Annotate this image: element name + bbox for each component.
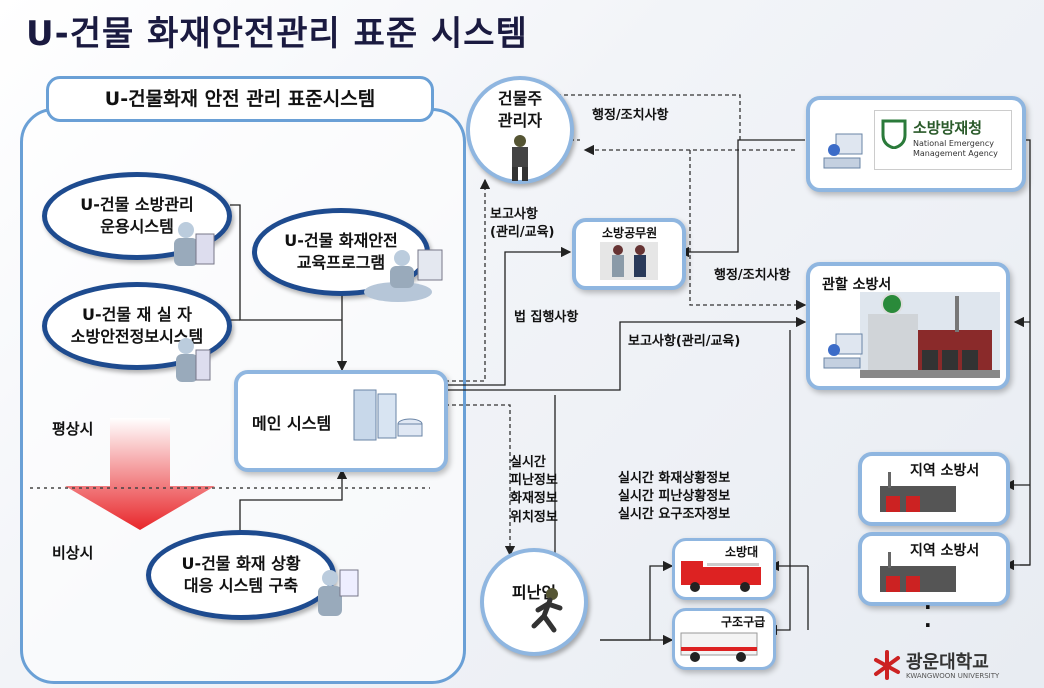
fire-station-building-icon (860, 292, 1000, 378)
response-label: U-건물 화재 상황 대응 시스템 구축 (181, 554, 301, 595)
more-stations-dots: · · (924, 595, 932, 637)
report-label-2: 보고사항(관리/교육) (628, 334, 741, 349)
page-title: U-건물 화재안전관리 표준 시스템 (26, 14, 528, 54)
server-icon (353, 389, 423, 441)
regional-station-1-label: 지역 소방서 (910, 463, 980, 479)
main-system-label: 메인 시스템 (252, 414, 332, 433)
university-emblem-icon (874, 650, 900, 680)
ambulance-icon (680, 632, 758, 662)
running-person-icon (531, 588, 563, 633)
transition-arrow (65, 418, 215, 530)
realtime-status-label: 실시간 화재상황정보 실시간 피난상황정보 실시간 요구조자정보 (618, 471, 731, 523)
operator-icon (174, 222, 215, 266)
standard-system-label: U-건물화재 안전 관리 표준시스템 (46, 76, 434, 122)
manager-person-icon (512, 135, 528, 181)
ambulance-label: 구조구급 (721, 615, 766, 629)
fire-truck-icon (681, 561, 761, 592)
nema-en: National Emergency Management Agency (913, 139, 998, 158)
education-icon (364, 249, 443, 302)
computer-user-icon (823, 133, 863, 169)
shield-icon (881, 119, 907, 149)
regional-station-2-label: 지역 소방서 (910, 543, 980, 559)
realtime-info-label: 실시간 피난정보 화재정보 위치정보 (510, 455, 558, 525)
education-label: U-건물 화재안전 교육프로그램 (284, 231, 398, 272)
nema-name: 소방방재청 (913, 119, 983, 137)
evacuee-node: 피난인 (480, 548, 588, 656)
evacuee-label: 피난인 (511, 583, 557, 602)
ambulance-box: 구조구급 (672, 608, 776, 670)
fire-official-label: 소방공무원 (602, 226, 658, 240)
regional-station-1: 지역 소방서 (858, 452, 1010, 526)
occupant-icon (176, 338, 211, 382)
fire-truck-box: 소방대 (672, 538, 776, 600)
university-en: KWANGWOON UNIVERSITY (906, 672, 1000, 680)
response-system: U-건물 화재 상황 대응 시스템 구축 (146, 530, 336, 620)
regional-station-2: 지역 소방서 (858, 532, 1010, 606)
local-station-box: 관할 소방서 (806, 262, 1010, 390)
normal-label: 평상시 (52, 420, 94, 438)
building-manager-label: 건물주 관리자 (497, 89, 543, 130)
admin-actions-label-2: 행정/조치사항 (714, 268, 791, 283)
regional-station-2-icon (880, 552, 956, 592)
fire-official-box: 소방공무원 (572, 218, 686, 290)
law-enforcement-label: 법 집행사항 (514, 310, 579, 325)
emergency-label: 비상시 (52, 544, 94, 562)
nema-logo: 소방방재청 National Emergency Management Agen… (874, 110, 1012, 170)
regional-station-1-icon (880, 472, 956, 512)
university-logo: 광운대학교 KWANGWOON UNIVERSITY (870, 646, 1020, 686)
fire-ops-label: U-건물 소방관리 운용시스템 (80, 195, 194, 236)
admin-actions-label-1: 행정/조치사항 (592, 108, 669, 123)
response-icon (318, 569, 359, 616)
station-computer-icon (823, 333, 863, 369)
fire-truck-label: 소방대 (725, 545, 759, 559)
local-station-label: 관할 소방서 (822, 277, 892, 293)
main-system-box: 메인 시스템 (234, 370, 448, 472)
occupant-info-label: U-건물 재 실 자 소방안전정보시스템 (70, 305, 204, 346)
officials-icon (600, 242, 658, 280)
nema-box: 소방방재청 National Emergency Management Agen… (806, 96, 1026, 192)
report-label-1: 보고사항 (관리/교육) (490, 207, 555, 240)
university-name: 광운대학교 (906, 652, 989, 673)
